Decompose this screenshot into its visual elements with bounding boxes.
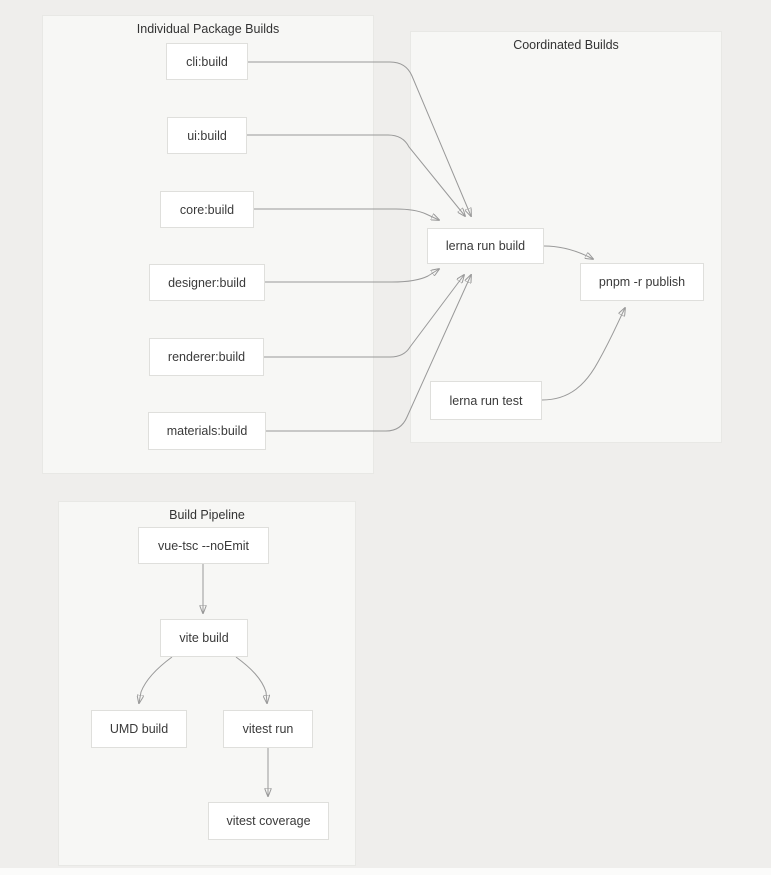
node-ui-build: ui:build xyxy=(167,117,247,154)
node-vitest-coverage: vitest coverage xyxy=(208,802,329,840)
node-umd-build: UMD build xyxy=(91,710,187,748)
node-vitest-run: vitest run xyxy=(223,710,313,748)
node-vue-tsc-noemit: vue-tsc --noEmit xyxy=(138,527,269,564)
group-title-coordinated-builds: Coordinated Builds xyxy=(513,38,619,52)
node-cli-build: cli:build xyxy=(166,43,248,80)
group-individual-package-builds: Individual Package Builds xyxy=(42,15,374,474)
node-renderer-build: renderer:build xyxy=(149,338,264,376)
node-vite-build: vite build xyxy=(160,619,248,657)
node-designer-build: designer:build xyxy=(149,264,265,301)
node-pnpm-publish: pnpm -r publish xyxy=(580,263,704,301)
node-lerna-run-build: lerna run build xyxy=(427,228,544,264)
node-materials-build: materials:build xyxy=(148,412,266,450)
group-title-individual-package-builds: Individual Package Builds xyxy=(136,22,280,36)
group-title-build-pipeline: Build Pipeline xyxy=(169,508,245,522)
node-core-build: core:build xyxy=(160,191,254,228)
page-bottom-edge xyxy=(0,868,771,875)
node-lerna-run-test: lerna run test xyxy=(430,381,542,420)
